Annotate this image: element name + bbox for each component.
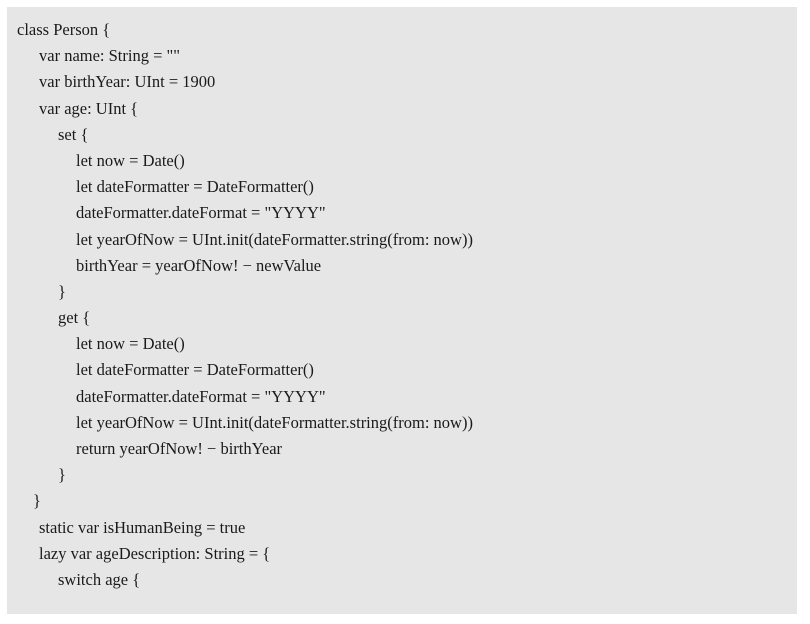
code-line: let dateFormatter = DateFormatter()	[76, 360, 314, 380]
code-line: lazy var ageDescription: String = {	[39, 543, 271, 563]
code-block: class Person { var name: String = "" var…	[7, 7, 797, 614]
code-line: return yearOfNow! − birthYear	[76, 439, 283, 458]
code-line: set {	[58, 124, 89, 144]
code-line: }	[58, 465, 66, 485]
code-line: let now = Date()	[76, 334, 185, 354]
code-line: var birthYear: UInt = 1900	[39, 72, 216, 92]
code-line: class Person {	[17, 20, 111, 39]
code-line: birthYear = yearOfNow! − newValue	[76, 255, 322, 275]
code-line: dateFormatter.dateFormat = "YYYY"	[76, 386, 326, 406]
code-line: var name: String = ""	[39, 46, 180, 66]
code-line: var age: UInt {	[39, 98, 139, 118]
code-line: let yearOfNow = UInt.init(dateFormatter.…	[76, 412, 473, 432]
code-line: let dateFormatter = DateFormatter()	[76, 177, 314, 197]
code-line: let yearOfNow = UInt.init(dateFormatter.…	[76, 229, 473, 249]
code-line: dateFormatter.dateFormat = "YYYY"	[76, 203, 326, 223]
code-line: let now = Date()	[76, 150, 185, 170]
code-line: }	[58, 281, 66, 301]
code-line: get {	[58, 308, 91, 328]
code-line: static var isHumanBeing = true	[39, 517, 246, 537]
code-line: }	[33, 491, 41, 511]
code-line: switch age {	[58, 569, 141, 589]
